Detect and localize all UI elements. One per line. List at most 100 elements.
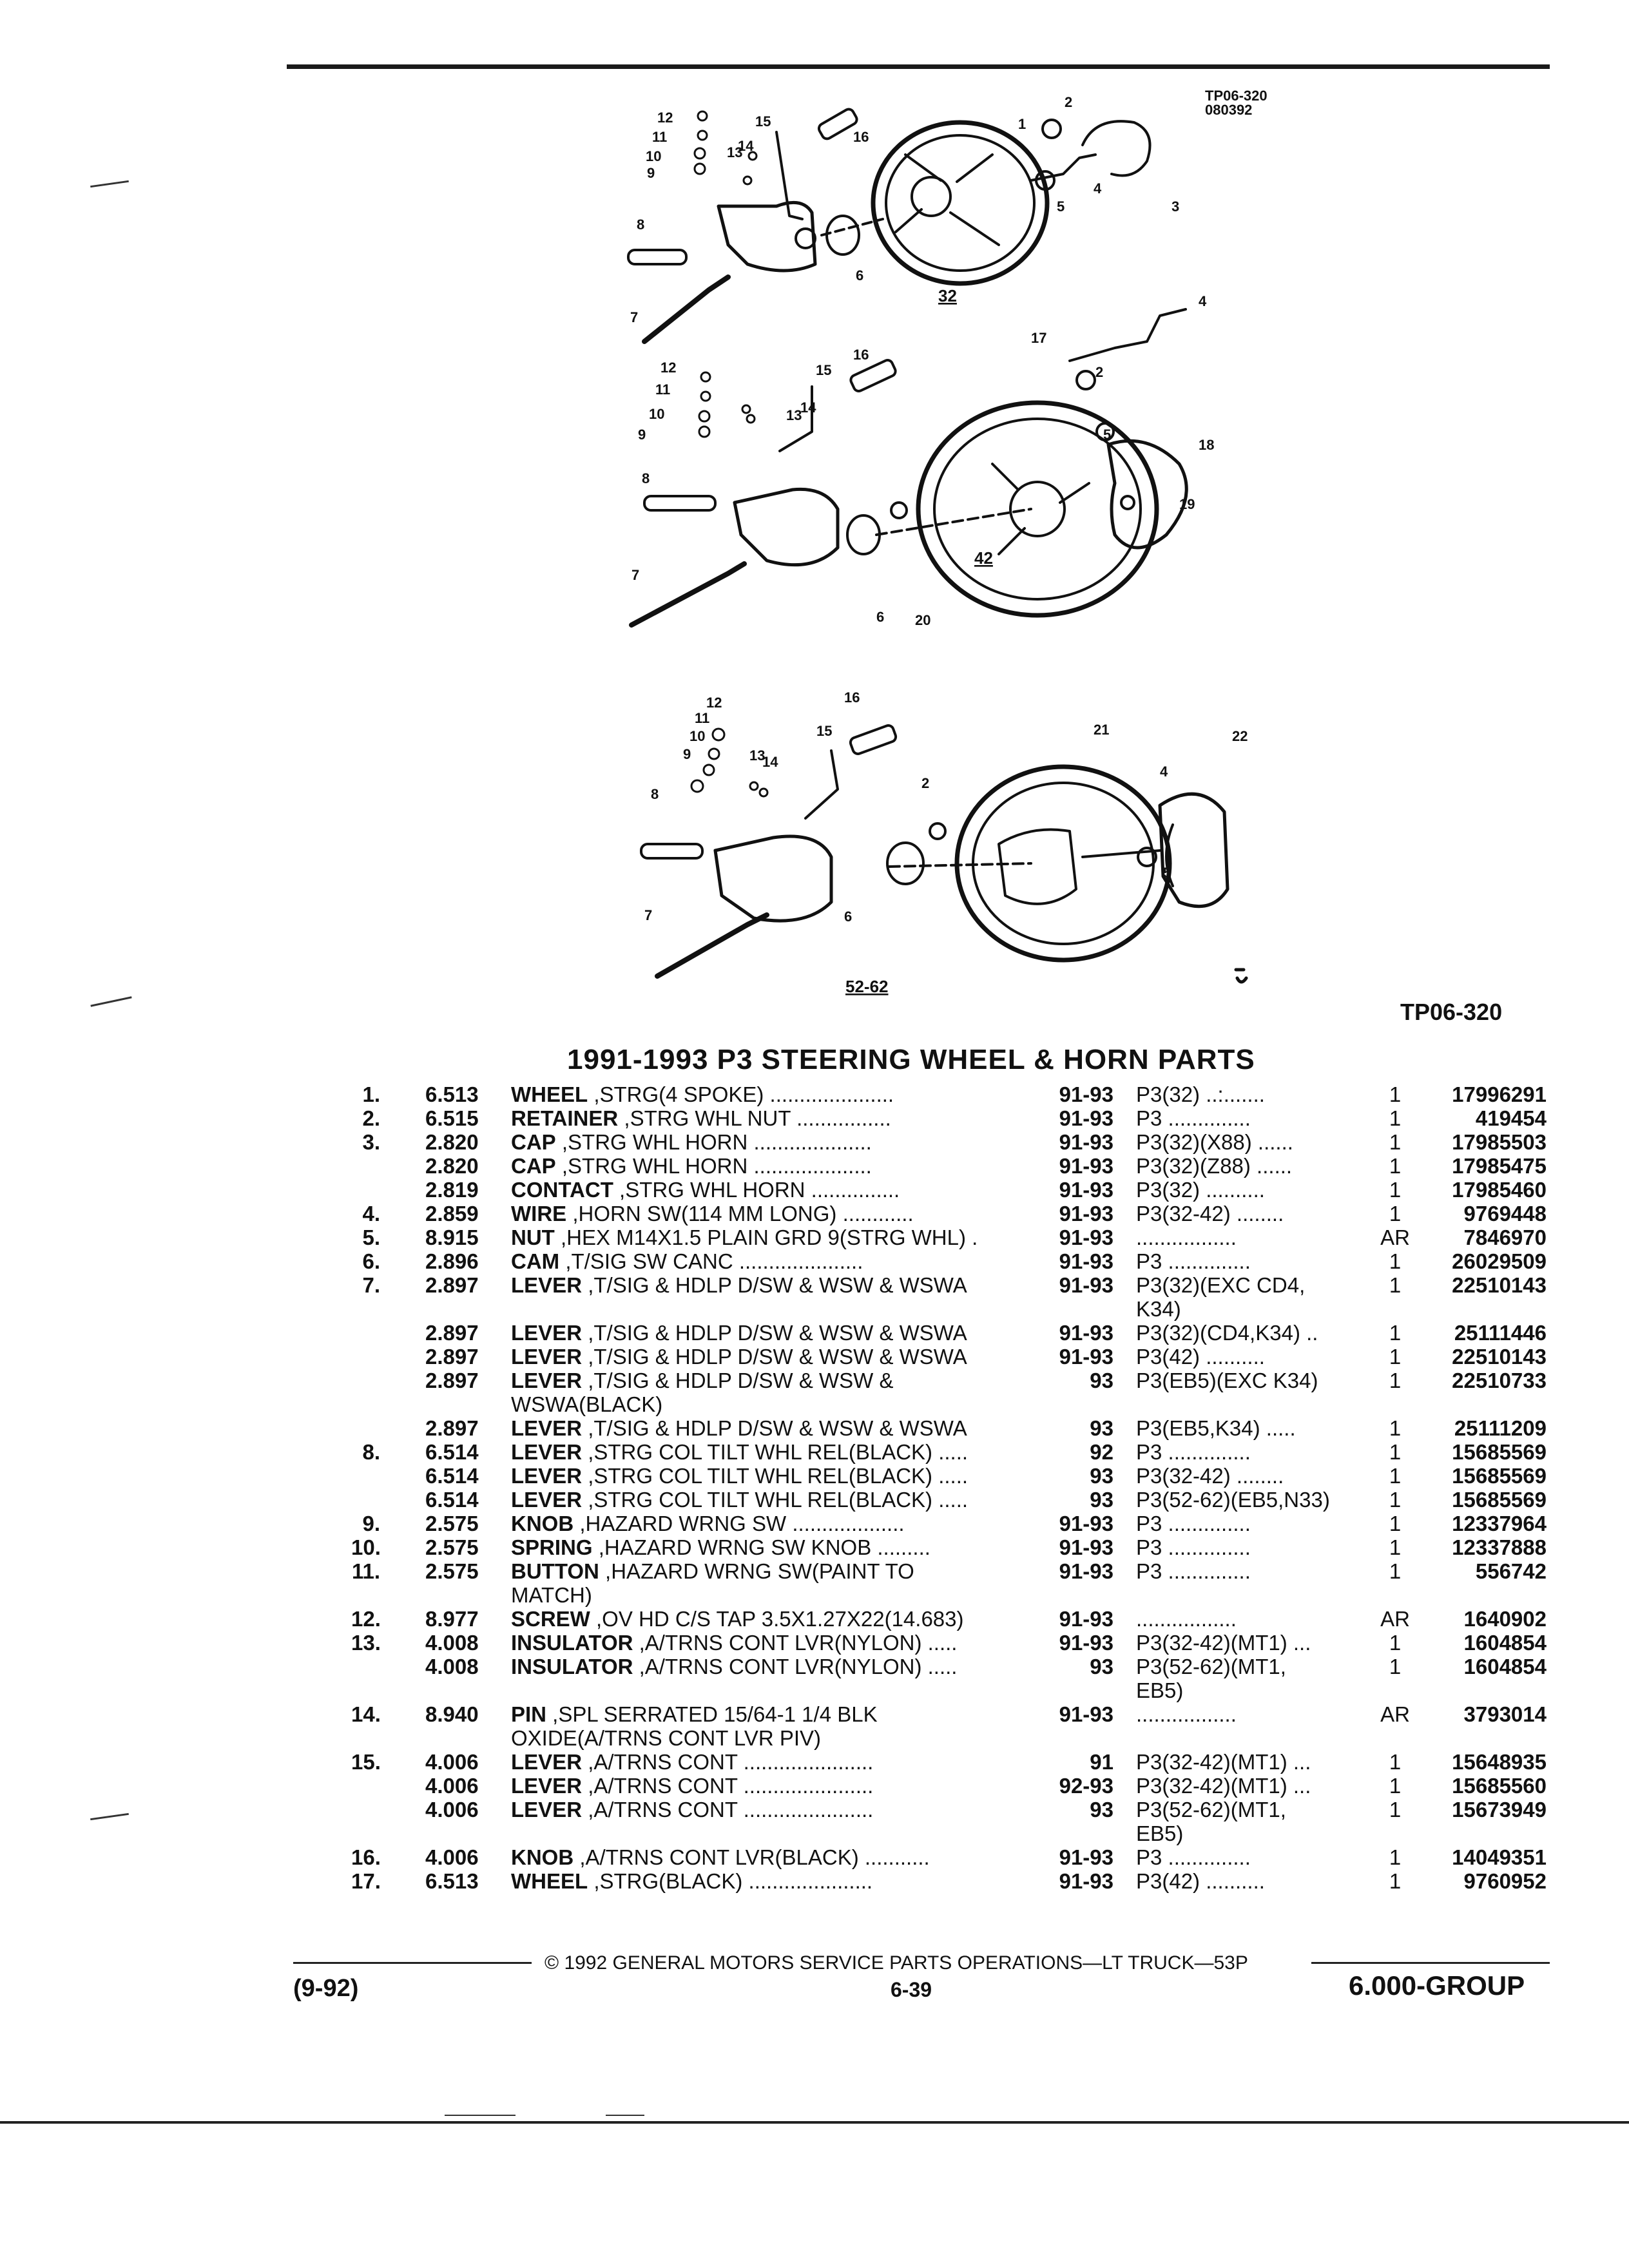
years: 91-93 <box>1059 1225 1113 1249</box>
quantity: 1 <box>1389 1249 1402 1273</box>
item-number: 15. <box>351 1750 381 1774</box>
leader-dots: ..... <box>921 1655 958 1678</box>
years: 91-93 <box>1059 1559 1113 1583</box>
description: CAP ,STRG WHL HORN .................... <box>511 1130 872 1154</box>
part-name: CAP <box>511 1130 556 1154</box>
years: 92-93 <box>1059 1774 1113 1798</box>
description: PIN ,SPL SERRATED 15/64-1 1/4 BLK <box>511 1702 878 1726</box>
svg-text:7: 7 <box>630 309 638 325</box>
model: P3 .............. <box>1136 1440 1251 1464</box>
model: P3(42) .......... <box>1136 1345 1265 1369</box>
group-number: 6.514 <box>425 1440 479 1464</box>
model: P3 .............. <box>1136 1512 1251 1535</box>
years: 91-93 <box>1059 1345 1113 1369</box>
svg-text:14: 14 <box>800 399 816 416</box>
leader-dots: .................... <box>747 1154 872 1178</box>
years: 91-93 <box>1059 1082 1113 1106</box>
description: WIRE ,HORN SW(114 MM LONG) ............ <box>511 1202 914 1225</box>
group-number: 2.896 <box>425 1249 479 1273</box>
description: LEVER ,T/SIG & HDLP D/SW & WSW & <box>511 1369 893 1392</box>
description-text: ,STRG COL TILT WHL REL(BLACK) <box>582 1440 933 1464</box>
model: K34) <box>1136 1297 1181 1321</box>
item-number: 16. <box>351 1845 381 1869</box>
part-name: PIN <box>511 1702 547 1726</box>
years: 93 <box>1090 1798 1113 1821</box>
margin-mark <box>90 180 129 188</box>
svg-text:9: 9 <box>683 746 691 762</box>
group-number: 6.513 <box>425 1082 479 1106</box>
model: P3(32-42)(MT1) ... <box>1136 1774 1311 1798</box>
years: 91-93 <box>1059 1154 1113 1178</box>
model: ................. <box>1136 1607 1237 1631</box>
leader-dots: ..................... <box>742 1869 873 1893</box>
svg-text:3: 3 <box>1171 198 1179 215</box>
description-text: ,T/SIG & HDLP D/SW & WSW & WSWA <box>582 1416 967 1440</box>
part-name: CONTACT <box>511 1178 613 1202</box>
svg-text:10: 10 <box>649 406 664 422</box>
group-number: 4.006 <box>425 1774 479 1798</box>
quantity: 1 <box>1389 1202 1402 1225</box>
description-text: ,OV HD C/S TAP 3.5X1.27X22(14.683) <box>590 1607 964 1631</box>
part-number: 17985475 <box>1452 1154 1547 1178</box>
years: 91-93 <box>1059 1106 1113 1130</box>
description: SPRING ,HAZARD WRNG SW KNOB ......... <box>511 1535 930 1559</box>
part-number: 15685569 <box>1452 1464 1547 1488</box>
scan-mark <box>606 2115 644 2116</box>
part-name: CAM <box>511 1249 560 1273</box>
description-text: MATCH) <box>511 1583 592 1607</box>
table-row: WSWA(BLACK) <box>0 1392 1629 1416</box>
copyright-notice: © 1992 GENERAL MOTORS SERVICE PARTS OPER… <box>545 1952 1248 1974</box>
leader-dots: ...................... <box>737 1750 874 1774</box>
years: 93 <box>1090 1464 1113 1488</box>
table-row: MATCH) <box>0 1583 1629 1607</box>
part-number: 15673949 <box>1452 1798 1547 1821</box>
group-number: 2.897 <box>425 1345 479 1369</box>
description-text: ,A/TRNS CONT <box>582 1750 738 1774</box>
description: LEVER ,STRG COL TILT WHL REL(BLACK) ....… <box>511 1488 968 1512</box>
view-label-42: 42 <box>974 548 993 568</box>
leader-dots: ..... <box>932 1440 969 1464</box>
group-number: 6.513 <box>425 1869 479 1893</box>
svg-text:9: 9 <box>638 427 646 443</box>
quantity: 1 <box>1389 1082 1402 1106</box>
description: INSULATOR ,A/TRNS CONT LVR(NYLON) ..... <box>511 1631 957 1655</box>
description-text: ,A/TRNS CONT LVR(BLACK) <box>574 1845 859 1869</box>
svg-text:15: 15 <box>816 362 831 378</box>
svg-text:11: 11 <box>652 129 667 145</box>
group-number: 2.575 <box>425 1512 479 1535</box>
part-number: 1604854 <box>1463 1631 1547 1655</box>
leader-dots: ................... <box>786 1512 905 1535</box>
quantity: 1 <box>1389 1440 1402 1464</box>
item-number: 2. <box>362 1106 380 1130</box>
part-name: WHEEL <box>511 1869 588 1893</box>
margin-mark <box>90 996 132 1007</box>
years: 92 <box>1090 1440 1113 1464</box>
part-number: 1604854 <box>1463 1655 1547 1678</box>
item-number: 4. <box>362 1202 380 1225</box>
description: NUT ,HEX M14X1.5 PLAIN GRD 9(STRG WHL) . <box>511 1225 978 1249</box>
group-number: 6.515 <box>425 1106 479 1130</box>
quantity: AR <box>1380 1225 1410 1249</box>
svg-text:5: 5 <box>1163 865 1171 881</box>
description: LEVER ,STRG COL TILT WHL REL(BLACK) ....… <box>511 1440 968 1464</box>
quantity: 1 <box>1389 1845 1402 1869</box>
quantity: 1 <box>1389 1655 1402 1678</box>
description: CAM ,T/SIG SW CANC ..................... <box>511 1249 863 1273</box>
svg-text:9: 9 <box>647 165 655 181</box>
table-row: K34) <box>0 1297 1629 1321</box>
part-name: KNOB <box>511 1845 574 1869</box>
years: 91-93 <box>1059 1321 1113 1345</box>
quantity: AR <box>1380 1702 1410 1726</box>
view-label-52-62: 52-62 <box>845 977 889 996</box>
description: CONTACT ,STRG WHL HORN ............... <box>511 1178 900 1202</box>
part-name: RETAINER <box>511 1106 619 1130</box>
